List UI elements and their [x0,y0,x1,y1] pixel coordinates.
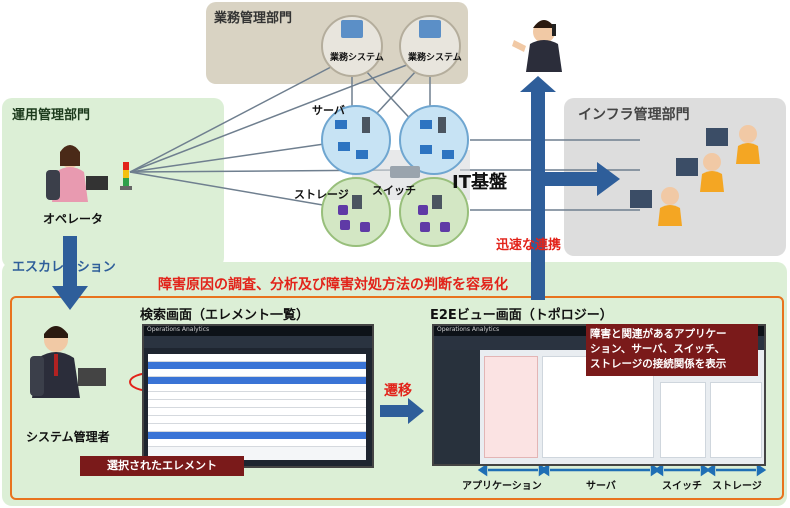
search-screen: Operations Analytics [142,324,374,468]
infra-staff-icons [630,125,760,226]
table-row[interactable] [148,384,366,392]
e2e-note-line-3: ストレージの接続関係を表示 [590,358,727,370]
storage-icons [338,195,450,232]
business-system-label-1: 業務システム [330,53,384,63]
business-person-icon [512,20,562,72]
infra-dept-label: インフラ管理部門 [578,107,690,123]
search-screen-titlebar: Operations Analytics [144,326,372,336]
banner-text: 障害原因の調査、分析及び障害対処方法の判断を容易化 [158,277,508,293]
table-row[interactable] [148,400,366,408]
table-row[interactable] [148,432,366,439]
database-icon [341,20,441,38]
system-admin-icon [30,326,106,398]
flow-arrows [52,76,620,424]
server-icons [335,117,454,159]
legend-arrows [477,463,767,477]
e2e-note-line-1: 障害と関連があるアプリケー [590,328,727,340]
business-system-node-2 [399,15,461,77]
escalation-label: エスカレーション [12,260,116,275]
legend-switch-label: スイッチ [662,481,702,492]
e2e-storage-column [710,382,762,458]
e2e-switch-column [660,382,706,458]
table-row[interactable] [148,362,366,369]
e2e-note-line-2: ション、サーバ、スイッチ、 [590,343,726,355]
legend-server-label: サーバ [586,481,616,492]
table-row[interactable] [148,369,366,377]
storage-cluster-left [321,177,391,247]
signal-tower-icon [120,162,132,190]
table-row[interactable] [148,408,366,416]
business-system-node-1 [321,15,383,77]
ops-dept-panel [2,98,224,268]
ops-dept-label: 運用管理部門 [12,108,91,123]
server-cluster-right [399,105,469,175]
table-row[interactable] [148,439,366,447]
search-screen-table [148,354,366,460]
business-dept-label: 業務管理部門 [214,11,293,26]
e2e-side-panel [434,350,480,464]
transition-label: 遷移 [384,383,412,399]
table-row[interactable] [148,354,366,362]
e2e-screen-title: E2Eビュー画面（トポロジー） [430,308,613,323]
search-screen-title: 検索画面（エレメント一覧） [140,308,310,323]
legend-storage-label: ストレージ [712,481,762,492]
storage-label: ストレージ [294,188,349,201]
table-row[interactable] [148,424,366,432]
operator-icon [46,145,108,202]
rapid-link-label: 迅速な連携 [496,238,562,253]
storage-cluster-right [399,177,469,247]
table-row[interactable] [148,416,366,424]
sysadmin-label: システム管理者 [26,430,110,444]
switch-icon [390,166,420,178]
table-row[interactable] [148,377,366,384]
operator-label: オペレータ [43,212,104,226]
table-row[interactable] [148,392,366,400]
e2e-app-column [484,356,538,458]
search-screen-toolbar [144,336,372,348]
switch-label: スイッチ [372,184,416,197]
business-system-label-2: 業務システム [408,53,462,63]
legend-app-label: アプリケーション [462,481,542,492]
e2e-note: 障害と関連があるアプリケー ション、サーバ、スイッチ、 ストレージの接続関係を表… [586,324,758,376]
it-platform-label: IT基盤 [452,172,507,193]
selected-element-label: 選択されたエレメント [80,456,244,476]
server-label: サーバ [312,104,345,117]
